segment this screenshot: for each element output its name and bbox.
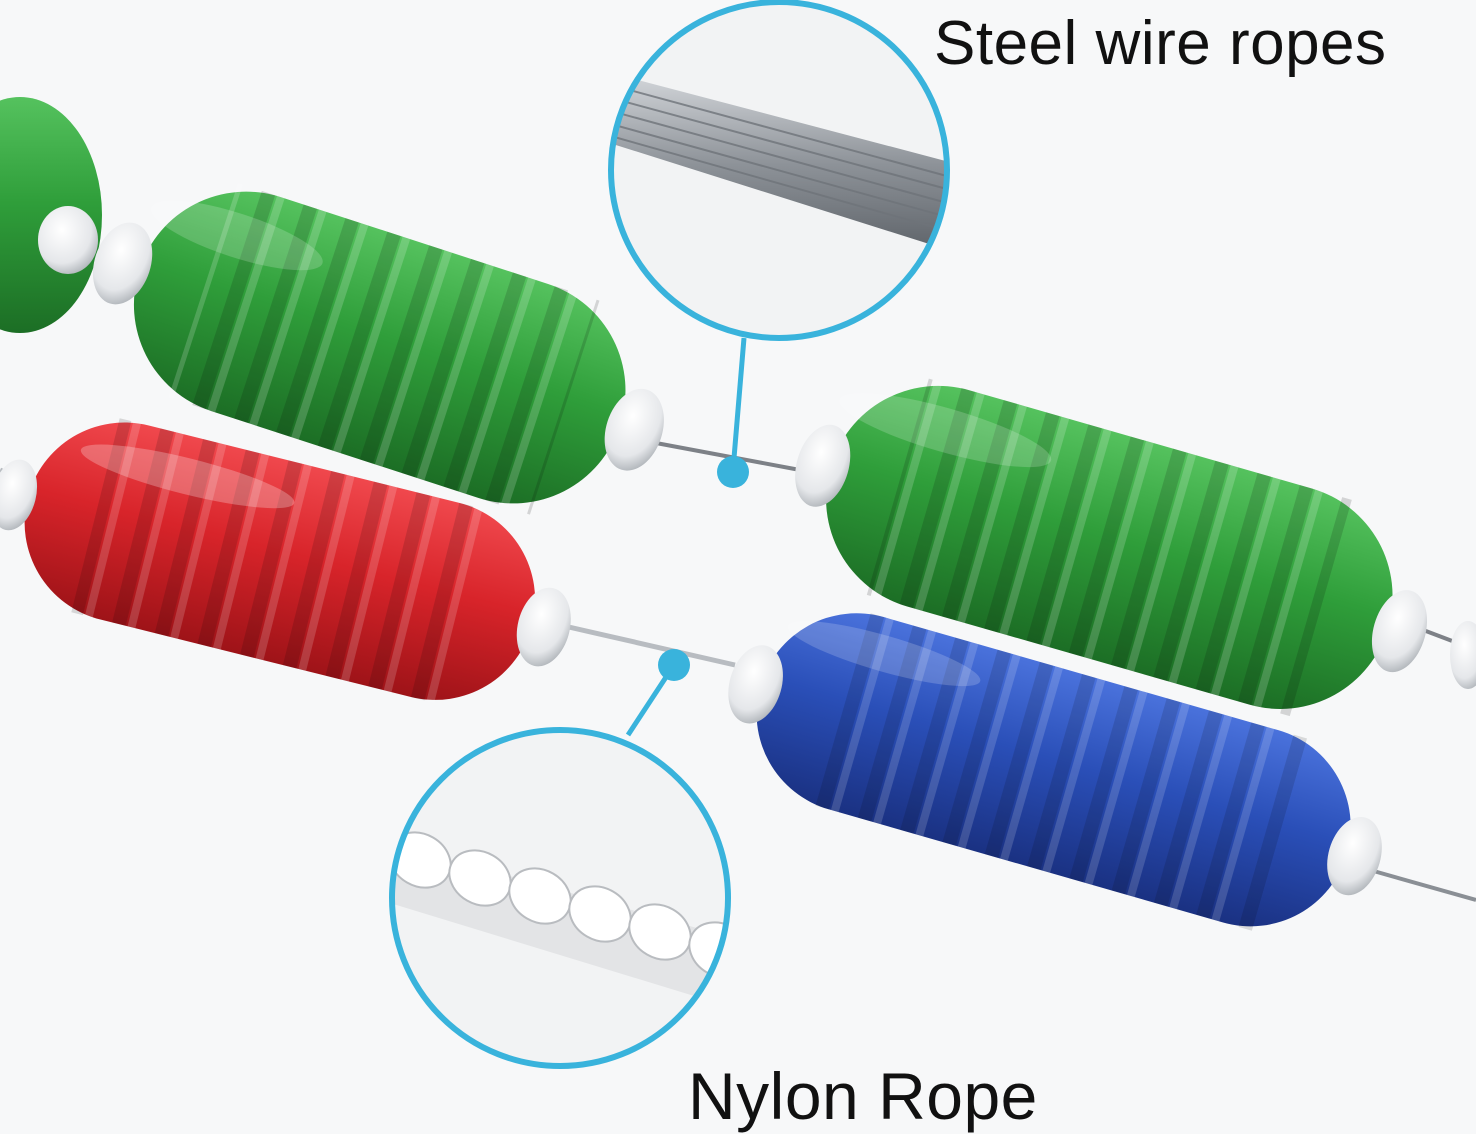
nylon-rope-label: Nylon Rope: [688, 1059, 1038, 1133]
green-float-upper: [92, 183, 664, 515]
steel-wire-callout: [608, 0, 950, 488]
nylon-callout-ring: [389, 727, 731, 1069]
steel-wire-label: Steel wire ropes: [934, 9, 1387, 78]
steel-callout-ring: [608, 0, 950, 341]
green-float-right: [795, 378, 1428, 717]
blue-float: [728, 608, 1382, 931]
red-float: [0, 418, 571, 707]
edge-cap: [1450, 621, 1476, 689]
nylon-rope-callout: [389, 649, 731, 1069]
green-float-partial: [0, 97, 102, 333]
